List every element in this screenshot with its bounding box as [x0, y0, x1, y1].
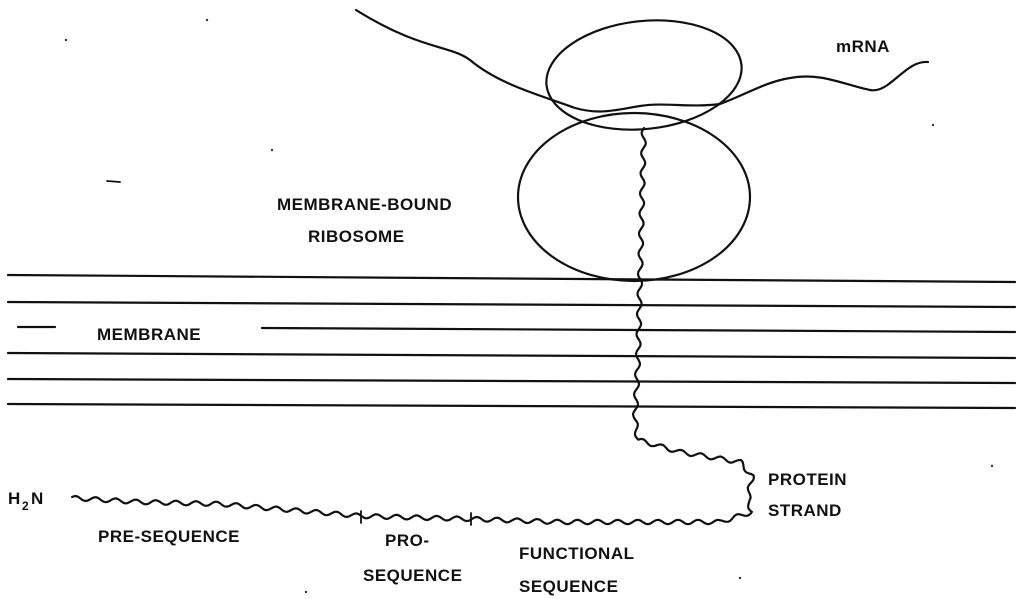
h2n-subscript: 2 — [22, 499, 29, 513]
functional-label-line2: SEQUENCE — [519, 577, 618, 596]
protein-label-line1: PROTEIN — [768, 470, 847, 489]
mrna-strand — [356, 10, 928, 112]
membrane-line-6 — [8, 404, 1015, 408]
mrna-label: mRNA — [836, 37, 890, 56]
speck — [271, 149, 273, 151]
prosequence-label-line2: SEQUENCE — [363, 566, 462, 585]
speck — [107, 181, 120, 182]
ribosome-large-subunit — [518, 113, 750, 281]
ribosome-small-subunit — [541, 11, 747, 139]
speck — [206, 19, 208, 21]
prosequence-label-line1: PRO- — [385, 531, 430, 550]
speck — [305, 591, 307, 593]
h2n-n: N — [31, 489, 44, 508]
ribosome — [518, 11, 750, 281]
functional-label-line1: FUNCTIONAL — [519, 544, 634, 563]
membrane-label: MEMBRANE — [97, 325, 201, 344]
speck — [991, 465, 993, 467]
membrane-line-1 — [8, 275, 1015, 282]
ribosome-label-line1: MEMBRANE-BOUND — [277, 195, 452, 214]
membrane-line-4 — [8, 353, 1015, 358]
speck — [739, 577, 741, 579]
membrane-line-2 — [8, 302, 1015, 307]
membrane-line-5 — [8, 379, 1015, 383]
ribosome-label-line2: RIBOSOME — [308, 227, 405, 246]
amino-terminus-label: H 2 N — [8, 489, 44, 513]
speck — [65, 39, 67, 41]
presequence-label: PRE-SEQUENCE — [98, 527, 240, 546]
protein-label-line2: STRAND — [768, 501, 842, 520]
speck — [932, 124, 934, 126]
h2n-h: H — [8, 489, 21, 508]
